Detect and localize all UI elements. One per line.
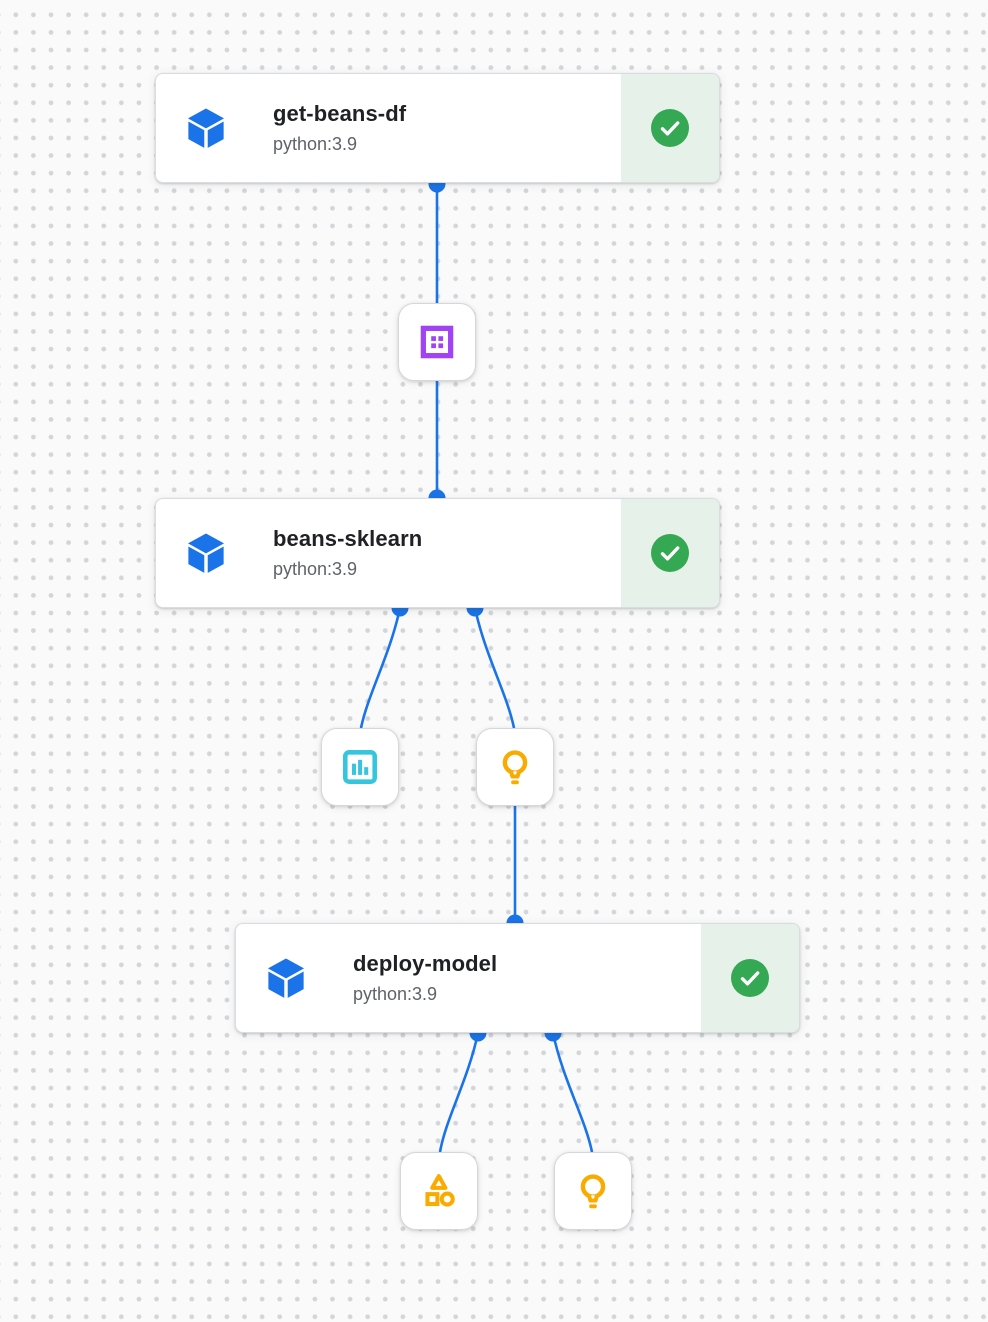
artifact-node-artifact[interactable] <box>400 1152 478 1230</box>
artifact-node-model-2[interactable] <box>554 1152 632 1230</box>
task-node-get-beans-df[interactable]: get-beans-df python:3.9 <box>155 73 720 183</box>
task-subtitle: python:3.9 <box>273 559 358 579</box>
bar-chart-icon <box>339 746 381 788</box>
edge <box>551 1032 594 1153</box>
task-text-block: beans-sklearn python:3.9 <box>273 526 422 580</box>
cube-icon <box>183 105 229 151</box>
lightbulb-icon <box>571 1169 615 1213</box>
edge <box>438 1032 480 1153</box>
task-subtitle: python:3.9 <box>273 134 358 154</box>
status-badge <box>621 499 719 607</box>
edge <box>473 607 516 729</box>
dataset-grid-icon <box>416 321 458 363</box>
task-title: deploy-model <box>353 951 498 976</box>
task-title: beans-sklearn <box>273 526 423 551</box>
cube-icon <box>263 955 309 1001</box>
check-circle-icon <box>731 959 769 997</box>
artifact-node-metrics[interactable] <box>321 728 399 806</box>
shapes-icon <box>417 1169 461 1213</box>
check-circle-icon <box>651 109 689 147</box>
task-text-block: deploy-model python:3.9 <box>353 951 497 1005</box>
task-title: get-beans-df <box>273 101 407 126</box>
artifact-node-model[interactable] <box>476 728 554 806</box>
edge <box>359 607 402 729</box>
artifact-node-dataset[interactable] <box>398 303 476 381</box>
task-text-block: get-beans-df python:3.9 <box>273 101 406 155</box>
status-badge <box>701 924 799 1032</box>
lightbulb-icon <box>493 745 537 789</box>
cube-icon <box>183 530 229 576</box>
status-badge <box>621 74 719 182</box>
check-circle-icon <box>651 534 689 572</box>
task-node-beans-sklearn[interactable]: beans-sklearn python:3.9 <box>155 498 720 608</box>
task-node-deploy-model[interactable]: deploy-model python:3.9 <box>235 923 800 1033</box>
task-subtitle: python:3.9 <box>353 984 438 1004</box>
